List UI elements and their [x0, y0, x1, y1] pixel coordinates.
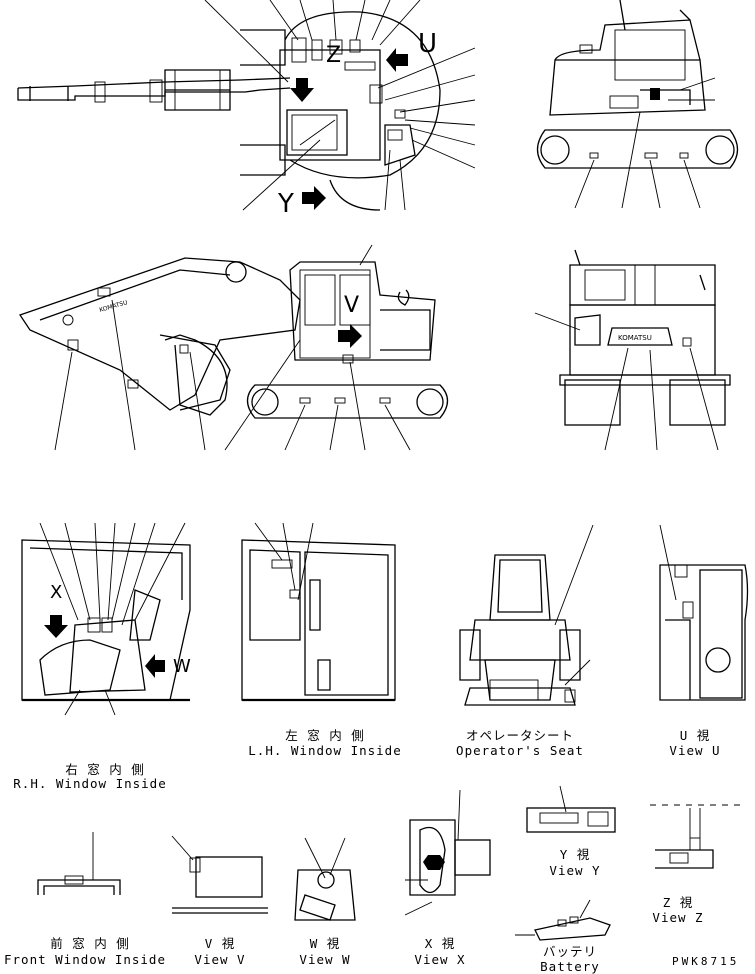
caption-view-w-jp: W 視	[309, 936, 341, 951]
caption-lh-window-jp: 左 窓 内 側	[285, 728, 365, 743]
view-u	[659, 524, 749, 701]
view-letter-x: X	[50, 582, 62, 603]
rear-view-machine	[534, 249, 731, 451]
view-x	[404, 789, 491, 916]
caption-view-z-en: View Z	[652, 910, 704, 925]
view-z	[650, 804, 740, 869]
drawing-code: PWK8715	[672, 955, 740, 968]
top-view-machine	[17, 0, 476, 211]
view-y	[526, 785, 616, 833]
side-view-full-machine	[18, 244, 449, 451]
view-letter-u: U	[418, 29, 437, 59]
caption-view-u-en: View U	[669, 743, 721, 758]
caption-battery-jp: バッテリ	[542, 944, 597, 959]
caption-view-x-jp: X 視	[424, 936, 456, 951]
caption-seat-jp: オペレータシート	[465, 728, 574, 743]
caption-front-window-jp: 前 窓 内 側	[50, 936, 130, 951]
caption-front-window-en: Front Window Inside	[4, 952, 166, 967]
caption-view-w-en: View W	[299, 952, 351, 967]
view-letter-v: V	[344, 293, 359, 318]
view-v	[171, 835, 268, 914]
operator-seat	[459, 524, 594, 706]
caption-battery-en: Battery	[540, 959, 600, 974]
caption-rh-window-en: R.H. Window Inside	[13, 776, 167, 791]
battery	[515, 899, 611, 941]
rh-window-inside	[21, 522, 191, 716]
caption-view-y-en: View Y	[549, 863, 601, 878]
caption-lh-window-en: L.H. Window Inside	[248, 743, 402, 758]
view-w	[294, 837, 356, 921]
caption-view-v-jp: V 視	[204, 936, 236, 951]
caption-seat-en: Operator's Seat	[456, 743, 584, 758]
caption-view-u-jp: U 視	[679, 728, 711, 743]
caption-view-y-jp: Y 視	[559, 847, 591, 862]
caption-view-z-jp: Z 視	[662, 895, 694, 910]
front-window-inside	[37, 832, 121, 895]
view-letter-z: Z	[326, 43, 341, 68]
caption-view-x-en: View X	[414, 952, 466, 967]
side-view-machine-right	[536, 0, 739, 209]
view-letter-w: W	[173, 656, 191, 677]
view-letter-y: Y	[277, 189, 294, 219]
caption-view-v-en: View V	[194, 952, 246, 967]
caption-rh-window-jp: 右 窓 内 側	[65, 762, 145, 777]
lh-window-inside	[241, 522, 396, 702]
brand-plate-rear-text: KOMATSU	[618, 334, 652, 342]
